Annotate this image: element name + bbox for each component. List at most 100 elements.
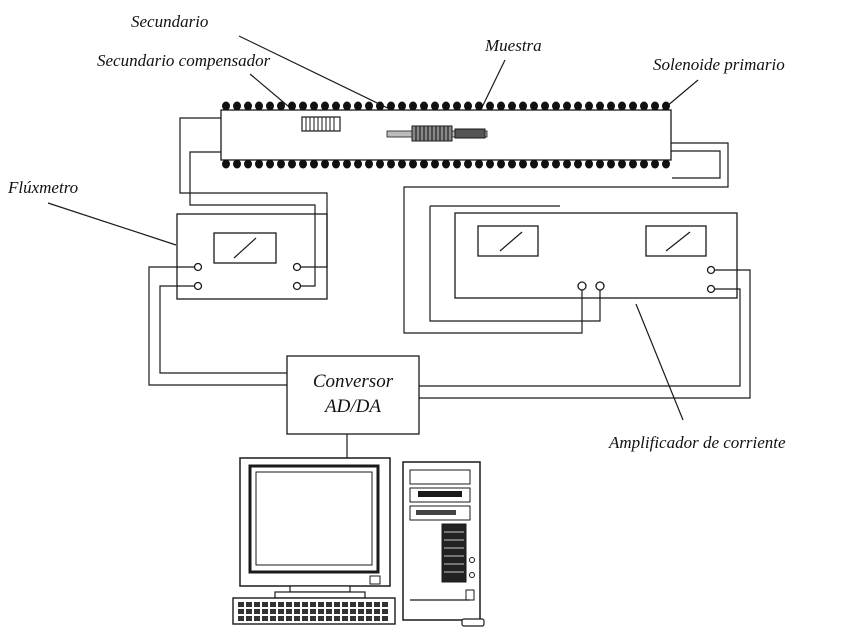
coil-winding	[640, 101, 648, 111]
keyboard-key	[318, 616, 324, 621]
coil-winding	[365, 101, 373, 111]
label-solenoide-primario: Solenoide primario	[653, 55, 785, 74]
coil-winding	[629, 159, 637, 169]
coil-winding	[662, 101, 670, 111]
coil-winding	[475, 101, 483, 111]
coil-winding	[563, 159, 571, 169]
keyboard-key	[254, 609, 260, 614]
coil-winding	[464, 159, 472, 169]
keyboard-key	[270, 602, 276, 607]
amplificador-terminal	[577, 281, 587, 291]
coil-winding	[618, 101, 626, 111]
coil-winding	[299, 159, 307, 169]
coil-winding	[255, 101, 263, 111]
keyboard-key	[310, 609, 316, 614]
keyboard-key	[342, 616, 348, 621]
coil-winding	[365, 159, 373, 169]
fluxmetro-terminal	[193, 281, 203, 291]
coil-winding	[596, 159, 604, 169]
keyboard-key	[342, 609, 348, 614]
keyboard-key	[254, 616, 260, 621]
keyboard-key	[334, 602, 340, 607]
label-secundario: Secundario	[131, 12, 208, 31]
coil-winding	[475, 159, 483, 169]
keyboard-key	[294, 616, 300, 621]
coil-winding	[222, 101, 230, 111]
coil-winding	[629, 101, 637, 111]
coil-winding	[585, 159, 593, 169]
keyboard-key	[302, 616, 308, 621]
coil-winding	[332, 159, 340, 169]
coil-winding	[486, 159, 494, 169]
coil-winding	[519, 159, 527, 169]
keyboard-key	[326, 602, 332, 607]
coil-winding	[321, 159, 329, 169]
coil-winding	[464, 101, 472, 111]
coil-winding	[574, 159, 582, 169]
keyboard-key	[358, 609, 364, 614]
keyboard-key	[382, 602, 388, 607]
coil-winding	[288, 101, 296, 111]
coil-winding	[585, 101, 593, 111]
keyboard-key	[294, 602, 300, 607]
coil-winding	[431, 159, 439, 169]
muestra-sample	[454, 128, 486, 139]
fluxmetro-terminal	[292, 281, 302, 291]
keyboard-key	[286, 616, 292, 621]
keyboard-key	[278, 609, 284, 614]
keyboard-key	[310, 602, 316, 607]
coil-winding	[354, 101, 362, 111]
coil-winding	[420, 101, 428, 111]
keyboard-key	[318, 602, 324, 607]
coil-winding	[409, 159, 417, 169]
coil-winding	[420, 159, 428, 169]
coil-winding	[552, 101, 560, 111]
coil-winding	[266, 159, 274, 169]
label-secundario-compensador: Secundario compensador	[97, 51, 271, 70]
coil-winding	[409, 101, 417, 111]
keyboard-key	[366, 616, 372, 621]
keyboard-key	[358, 616, 364, 621]
coil-winding	[310, 101, 318, 111]
coil-winding	[255, 159, 263, 169]
coil-winding	[233, 159, 241, 169]
coil-winding	[541, 101, 549, 111]
fluxmetro-terminal	[292, 262, 302, 272]
keyboard-key	[382, 616, 388, 621]
coil-winding	[343, 159, 351, 169]
coil-winding	[222, 159, 230, 169]
fluxmetro-device	[176, 213, 328, 300]
keyboard-key	[254, 602, 260, 607]
keyboard-key	[246, 602, 252, 607]
keyboard-key	[294, 609, 300, 614]
coil-winding	[607, 159, 615, 169]
keyboard-key	[262, 609, 268, 614]
keyboard-key	[278, 602, 284, 607]
keyboard-key	[334, 609, 340, 614]
keyboard-key	[286, 602, 292, 607]
coil-winding	[530, 101, 538, 111]
coil-winding	[662, 159, 670, 169]
coil-winding	[497, 159, 505, 169]
coil-winding	[486, 101, 494, 111]
computer	[232, 457, 485, 627]
label-amplificador: Amplificador de corriente	[608, 433, 786, 452]
keyboard-key	[342, 602, 348, 607]
coil-winding	[266, 101, 274, 111]
keyboard-key	[318, 609, 324, 614]
coil-winding	[651, 101, 659, 111]
conversor-label-line1: Conversor	[313, 371, 394, 392]
coil-winding	[508, 159, 516, 169]
coil-winding	[288, 159, 296, 169]
keyboard-key	[302, 609, 308, 614]
keyboard-key	[310, 616, 316, 621]
keyboard-key	[302, 602, 308, 607]
keyboard-key	[246, 609, 252, 614]
label-muestra: Muestra	[484, 36, 542, 55]
keyboard-key	[238, 616, 244, 621]
coil-winding	[552, 159, 560, 169]
keyboard-key	[350, 602, 356, 607]
coil-winding	[277, 101, 285, 111]
coil-winding	[431, 101, 439, 111]
coil-winding	[453, 101, 461, 111]
